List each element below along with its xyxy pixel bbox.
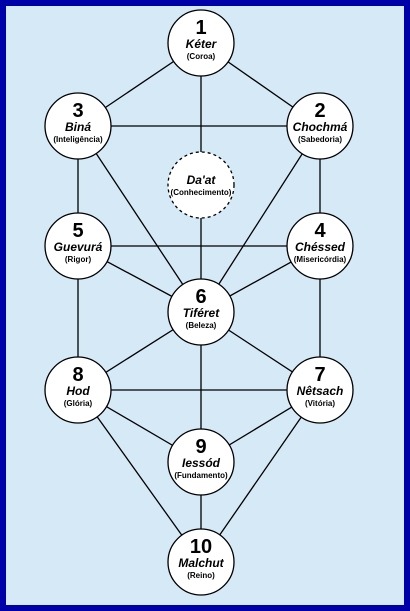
sephira-name: Chochmá: [293, 120, 348, 134]
sephira-meaning: (Coroa): [187, 52, 216, 61]
sephira-name: Malchut: [178, 556, 224, 570]
sephira-name: Tiféret: [183, 306, 220, 320]
sephira-name: Da'at: [187, 173, 217, 187]
sephira-number: 10: [190, 536, 212, 558]
sephira-name: Hod: [66, 384, 90, 398]
sephira-circle: [167, 9, 235, 77]
sephira-number: 9: [195, 436, 206, 458]
sephira-name: Kéter: [186, 37, 218, 51]
sephira-meaning: (Misericórdia): [294, 255, 347, 264]
sephira-number: 1: [195, 17, 206, 39]
sephira-name: Nêtsach: [297, 384, 344, 398]
sephira-name: Chéssed: [295, 240, 346, 254]
sephira-meaning: (Inteligência): [53, 135, 103, 144]
edge-chochma-tiferet: [200, 125, 321, 313]
edge-netsach-malchut: [200, 389, 321, 563]
sephira-meaning: (Beleza): [186, 321, 217, 330]
sephira-circle: [167, 528, 235, 596]
sephira-number: 3: [72, 100, 83, 122]
sephira-meaning: (Conhecimento): [171, 188, 232, 197]
sephira-circle: [44, 356, 112, 424]
sephira-circle: [286, 356, 354, 424]
edge-bina-tiferet: [77, 125, 202, 313]
sephira-circle: [167, 151, 235, 219]
sephira-name: Guevurá: [54, 240, 103, 254]
sephira-meaning: (Reino): [187, 571, 215, 580]
sephira-circle: [167, 278, 235, 346]
sephira-name: Biná: [65, 120, 91, 134]
sephira-number: 4: [314, 220, 326, 242]
edge-hod-malchut: [77, 389, 202, 563]
sephira-number: 6: [195, 286, 206, 308]
sephira-number: 7: [314, 364, 325, 386]
sephira-meaning: (Rigor): [65, 255, 92, 264]
sephira-name: Iessód: [182, 456, 221, 470]
sephira-circle: [286, 212, 354, 280]
sephira-meaning: (Glória): [64, 399, 93, 408]
sephira-circle: [44, 212, 112, 280]
sephira-meaning: (Vitória): [305, 399, 335, 408]
sephira-circle: [167, 428, 235, 496]
sephira-meaning: (Fundamento): [174, 471, 228, 480]
sephira-daat: Da'at(Conhecimento): [167, 151, 235, 219]
sephira-number: 5: [72, 220, 83, 242]
sephira-number: 2: [314, 100, 325, 122]
sephira-circle: [286, 92, 354, 160]
sephira-circle: [44, 92, 112, 160]
sephira-number: 8: [72, 364, 83, 386]
sephira-meaning: (Sabedoria): [298, 135, 342, 144]
